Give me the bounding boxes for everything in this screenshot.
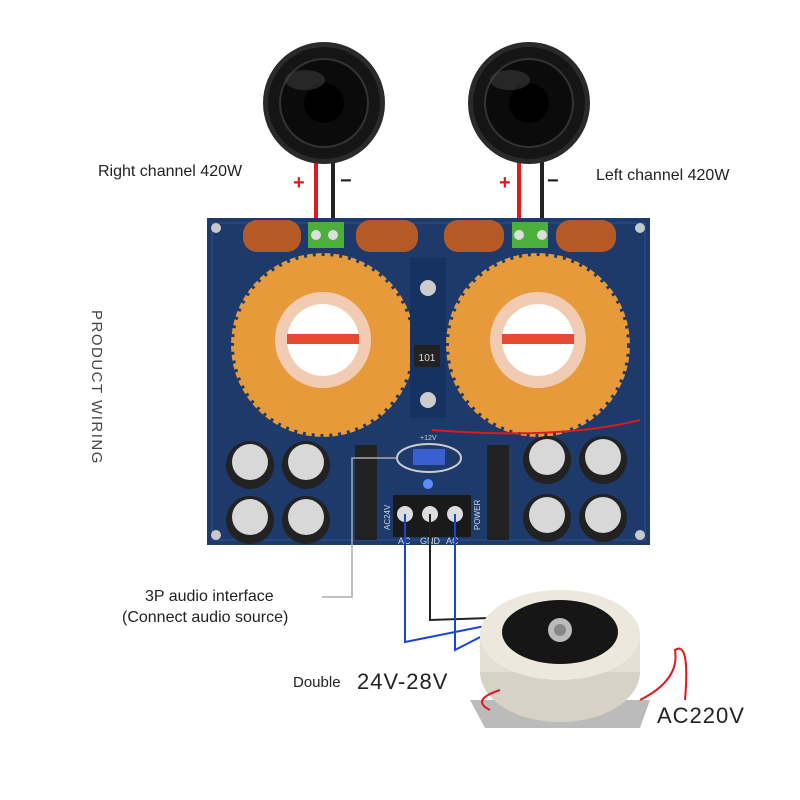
right-plus-sign: + [293,172,305,194]
terminal-label-ac-2: AC [446,536,459,546]
toroidal-transformer [470,590,688,728]
audio-interface-label: 3P audio interface [145,588,274,605]
left-channel-label: Left channel 420W [596,167,730,184]
product-wiring-title: PRODUCT WIRING [88,310,105,465]
speaker-right [263,42,385,164]
ac24v-label: AC24V [383,504,392,530]
audio-leader-line [322,457,397,598]
mains-voltage-label: AC220V [657,703,745,728]
inductor-code: 101 [419,353,436,364]
right-channel-label: Right channel 420W [98,163,243,180]
inductors [243,220,616,252]
amplifier-board: 101 [207,218,650,545]
heatsink-right [443,250,633,440]
heatsink-left [228,250,418,440]
power-wires [404,514,491,652]
left-plus-sign: + [499,172,511,194]
left-minus-sign: − [547,170,559,192]
speaker-left [468,42,590,164]
double-label: Double [293,674,341,691]
power-label: POWER [473,500,482,530]
right-minus-sign: − [340,170,352,192]
fan-supply-label: +12V [420,435,437,442]
audio-interface-note: (Connect audio source) [122,609,289,626]
voltage-label: 24V-28V [357,669,449,694]
